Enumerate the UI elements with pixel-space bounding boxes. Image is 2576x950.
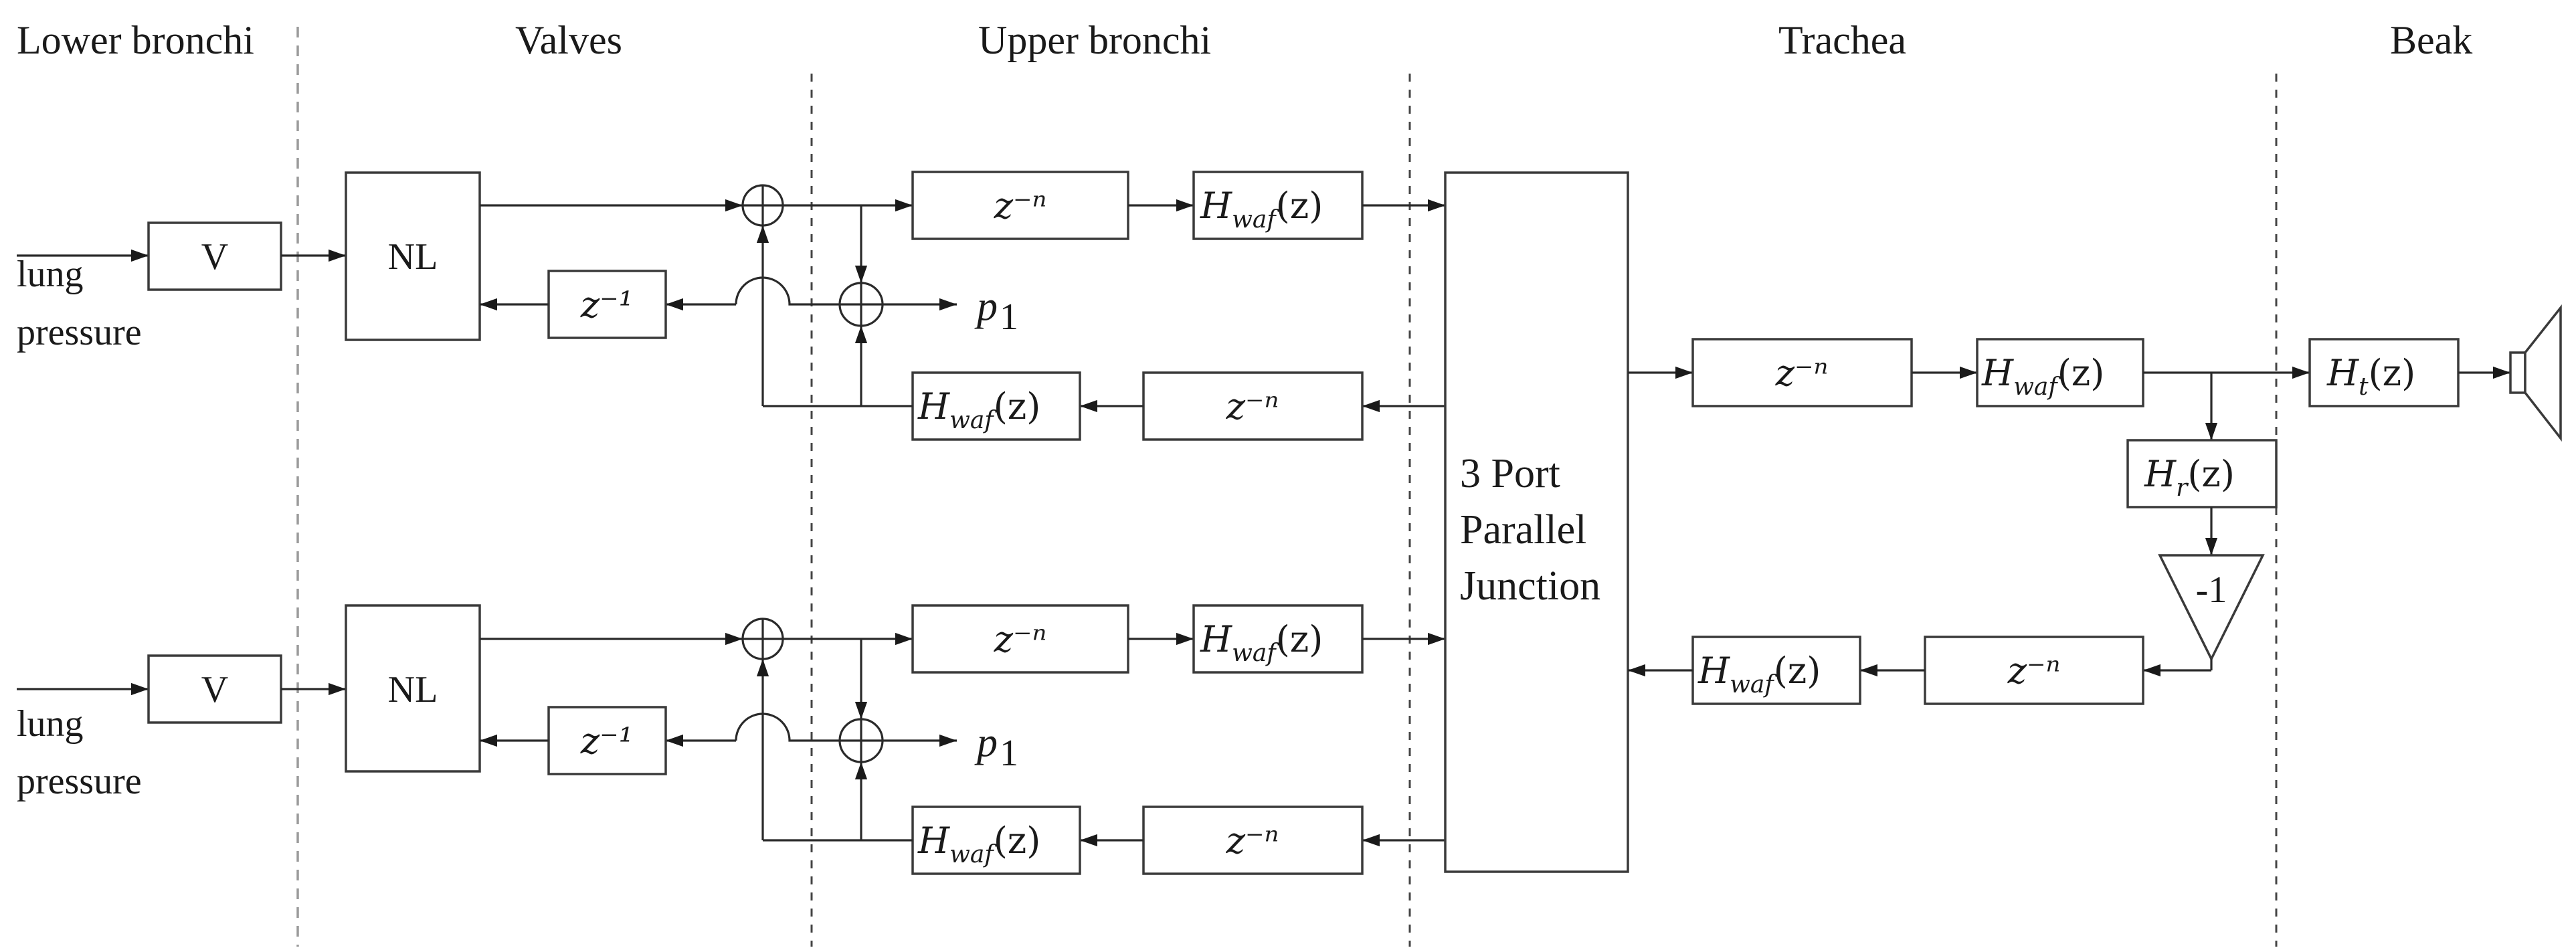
nl-block-label: NL (388, 236, 438, 278)
hwaf-label: Hwaf(z) (917, 385, 1040, 434)
v-block (147, 654, 282, 724)
unit-delay-label: z⁻¹ (580, 720, 634, 762)
ht-block (2308, 338, 2460, 407)
section-upper-bronchi: Upper bronchi (978, 18, 1211, 62)
junction-label-line3: Junction (1460, 563, 1600, 609)
output-p1-sub: 1 (1000, 733, 1018, 774)
input-label-line2: pressure (17, 761, 142, 802)
delay-label: z⁻ⁿ (1226, 820, 1279, 862)
branch-bottom: lung pressure V NL p 1 z⁻ⁿ Hwaf(z) z⁻ⁿ H… (17, 604, 1445, 875)
hwaf-label: Hwaf(z) (1981, 352, 2104, 401)
v-block (147, 221, 282, 291)
unit-delay-label: z⁻¹ (580, 284, 634, 326)
v-block-label: V (201, 236, 228, 278)
input-label-line2: pressure (17, 312, 142, 353)
output-p1: p (974, 284, 998, 329)
unit-delay-block (547, 270, 667, 339)
hr-block (2126, 439, 2278, 508)
input-label-line1: lung (17, 703, 84, 745)
trachea-path: z⁻ⁿ Hwaf(z) Hr(z) -1 z⁻ⁿ Hwaf(z) (1628, 338, 2310, 705)
section-valves: Valves (515, 18, 622, 62)
hwaf-block-forward (1192, 604, 1364, 674)
section-lower-bronchi: Lower bronchi (17, 18, 254, 62)
hwaf-label: Hwaf(z) (1200, 185, 1323, 233)
gain-label: -1 (2196, 569, 2227, 611)
hwaf-label: Hwaf(z) (917, 820, 1040, 868)
junction-label-line2: Parallel (1460, 507, 1586, 553)
unit-delay-block (547, 706, 667, 775)
delay-label: z⁻ⁿ (1775, 352, 1829, 394)
v-block-label: V (201, 669, 228, 710)
delay-label: z⁻ⁿ (994, 185, 1047, 227)
hwaf-label: Hwaf(z) (1697, 650, 1821, 698)
hwaf-block-forward (1192, 171, 1364, 240)
gain-triangle (2158, 554, 2265, 662)
junction-label-line1: 3 Port (1460, 451, 1560, 496)
delay-label: z⁻ⁿ (2007, 650, 2061, 692)
input-label-line1: lung (17, 254, 84, 295)
delay-block-trachea-forward (1691, 338, 1913, 407)
delay-block-forward (911, 604, 1129, 674)
nl-block (345, 604, 481, 773)
beak-path: Ht(z) (2308, 304, 2562, 442)
section-trachea: Trachea (1778, 18, 1906, 62)
nl-block-label: NL (388, 669, 438, 710)
delay-block-trachea-return (1924, 636, 2144, 705)
delay-label: z⁻ⁿ (1226, 385, 1279, 428)
delay-block-return (1142, 805, 1364, 875)
hwaf-block-trachea-return (1691, 636, 1861, 705)
ht-label: Ht(z) (2326, 352, 2415, 401)
nl-block (345, 171, 481, 341)
hwaf-label: Hwaf(z) (1200, 618, 1323, 667)
branch-top: lung pressure V NL p 1 z⁻ⁿ Hwaf(z) (17, 171, 1445, 441)
hwaf-block-return (911, 805, 1081, 875)
delay-block-forward (911, 171, 1129, 240)
three-port-parallel-junction (1444, 171, 1629, 873)
output-p1-sub: 1 (1000, 296, 1018, 338)
speaker-icon (2509, 304, 2562, 442)
section-beak: Beak (2390, 18, 2472, 62)
output-p1: p (974, 720, 998, 765)
delay-label: z⁻ⁿ (994, 618, 1047, 660)
hr-label: Hr(z) (2144, 453, 2235, 502)
